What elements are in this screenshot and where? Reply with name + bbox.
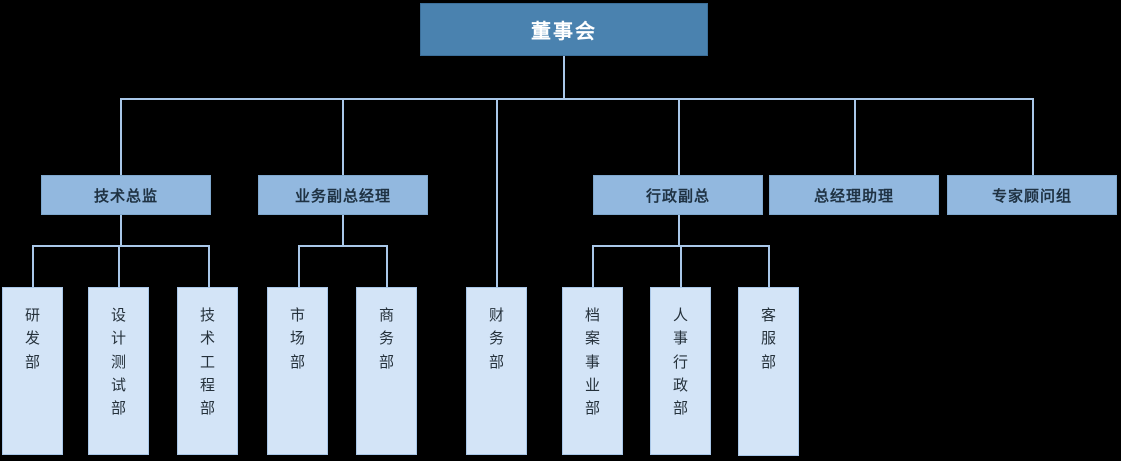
node-gm-assistant[interactable]: 总经理助理 xyxy=(769,175,939,215)
node-archive-bu[interactable]: 档案事业部 xyxy=(562,287,623,455)
node-commerce-dept[interactable]: 商务部 xyxy=(356,287,417,455)
node-design-test-dept-label: 设计测试部 xyxy=(110,306,126,417)
node-tech-eng-dept-label: 技术工程部 xyxy=(199,306,215,417)
node-business-vp-label: 业务副总经理 xyxy=(294,186,391,205)
connector-drop-business-vp xyxy=(342,98,344,175)
connector-drop-rnd-dept xyxy=(32,245,34,287)
node-tech-eng-dept[interactable]: 技术工程部 xyxy=(177,287,238,455)
node-expert-advisory[interactable]: 专家顾问组 xyxy=(947,175,1117,215)
node-board[interactable]: 董事会 xyxy=(420,3,708,56)
connector-root-stem xyxy=(563,56,565,99)
node-tech-director-label: 技术总监 xyxy=(93,186,158,205)
node-design-test-dept[interactable]: 设计测试部 xyxy=(88,287,149,455)
node-hr-admin-dept-label: 人事行政部 xyxy=(672,306,688,417)
connector-stem-business-vp xyxy=(342,215,344,247)
node-hr-admin-dept[interactable]: 人事行政部 xyxy=(650,287,711,455)
connector-drop-archive-bu xyxy=(592,245,594,287)
node-rnd-dept[interactable]: 研发部 xyxy=(2,287,63,455)
connector-drop-hr-admin-dept xyxy=(680,245,682,287)
connector-stem-tech-director xyxy=(120,215,122,247)
connector-drop-customer-service xyxy=(768,245,770,287)
connector-drop-finance-dept xyxy=(496,98,498,287)
node-gm-assistant-label: 总经理助理 xyxy=(813,186,894,205)
node-admin-vp[interactable]: 行政副总 xyxy=(593,175,763,215)
node-board-label: 董事会 xyxy=(531,19,597,43)
connector-drop-admin-vp xyxy=(678,98,680,175)
node-customer-service-label: 客服部 xyxy=(760,306,776,371)
connector-bus-tech-director xyxy=(32,245,210,247)
node-admin-vp-label: 行政副总 xyxy=(645,186,710,205)
connector-drop-design-test-dept xyxy=(118,245,120,287)
node-business-vp[interactable]: 业务副总经理 xyxy=(258,175,428,215)
connector-stem-admin-vp xyxy=(678,215,680,247)
connector-drop-commerce-dept xyxy=(386,245,388,287)
node-commerce-dept-label: 商务部 xyxy=(378,306,394,371)
node-rnd-dept-label: 研发部 xyxy=(24,306,40,371)
connector-drop-tech-eng-dept xyxy=(208,245,210,287)
connector-drop-expert-advisory xyxy=(1032,98,1034,175)
node-customer-service[interactable]: 客服部 xyxy=(738,287,799,456)
node-expert-advisory-label: 专家顾问组 xyxy=(991,186,1072,205)
node-tech-director[interactable]: 技术总监 xyxy=(41,175,211,215)
connector-bus-business-vp xyxy=(298,245,388,247)
node-finance-dept-label: 财务部 xyxy=(488,306,504,371)
node-market-dept[interactable]: 市场部 xyxy=(267,287,328,455)
connector-drop-tech-director xyxy=(120,98,122,175)
node-archive-bu-label: 档案事业部 xyxy=(584,306,600,417)
connector-main-bus xyxy=(120,98,1034,100)
node-finance-dept[interactable]: 财务部 xyxy=(466,287,527,455)
connector-drop-market-dept xyxy=(298,245,300,287)
node-market-dept-label: 市场部 xyxy=(289,306,305,371)
connector-drop-gm-assistant xyxy=(854,98,856,175)
